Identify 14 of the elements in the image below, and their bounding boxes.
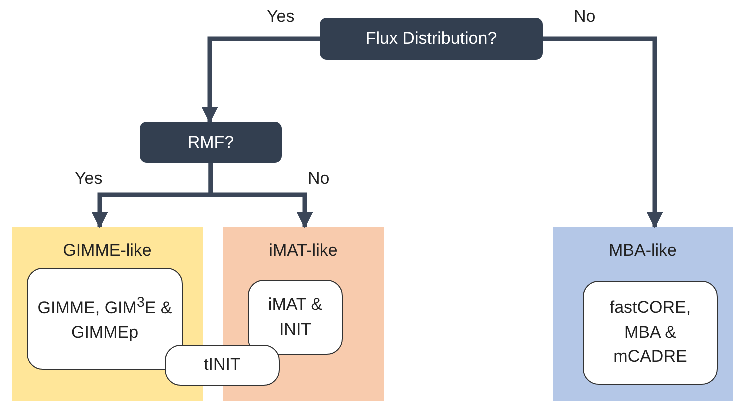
category-panel (12, 227, 203, 401)
method-box: GIMME, GIM$^{3}$E & GIMMEp (27, 268, 183, 370)
category-panel (553, 227, 733, 401)
decision-box: Flux Distribution? (320, 18, 543, 60)
panel-heading: iMAT-like (268, 241, 339, 261)
method-box: iMAT & INIT (248, 280, 343, 355)
method-box: tINIT (165, 345, 280, 386)
method-box: fastCORE, MBA & mCADRE (583, 281, 718, 385)
arrow (543, 36, 664, 229)
panel-heading: GIMME-like (62, 241, 153, 261)
panel-heading: MBA-like (608, 241, 678, 261)
decision-box: RMF? (140, 122, 282, 163)
arrow (208, 163, 314, 229)
arrow (202, 36, 320, 124)
